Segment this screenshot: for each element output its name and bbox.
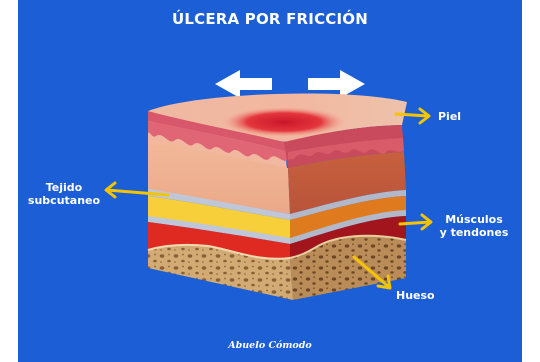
pointer-musculos	[398, 213, 433, 231]
label-musculos-line2: y tendones	[439, 226, 509, 239]
label-tejido-line1: Tejido	[45, 181, 83, 194]
pointer-piel	[394, 107, 431, 125]
page-title: ÚLCERA POR FRICCIÓN	[172, 10, 368, 28]
label-hueso: Hueso	[396, 289, 435, 302]
fat-band-side	[290, 196, 406, 244]
label-musculos-line1: Músculos	[445, 213, 503, 226]
infographic-panel: ÚLCERA POR FRICCIÓN	[18, 0, 522, 362]
label-tejido-line2: subcutaneo	[27, 194, 101, 207]
skin-cross-section-diagram	[104, 70, 433, 300]
fat-band-front	[148, 196, 290, 244]
label-piel: Piel	[438, 110, 462, 123]
arrow-left-icon	[215, 70, 272, 98]
pointer-tejido	[104, 181, 170, 199]
pointer-hueso	[352, 255, 392, 290]
subcutaneous-front	[148, 140, 290, 220]
label-tejido-subcutaneo: Tejido subcutaneo	[26, 181, 102, 207]
bone-front	[147, 243, 293, 300]
muscle-side	[290, 216, 406, 258]
bone-side	[289, 234, 407, 300]
muscle-front	[148, 222, 290, 259]
arrow-right-icon	[308, 70, 365, 98]
skin-side-layer	[284, 125, 404, 168]
brand-logo: Abuelo Cómodo	[228, 340, 312, 351]
label-musculos-tendones: Músculos y tendones	[434, 213, 514, 239]
